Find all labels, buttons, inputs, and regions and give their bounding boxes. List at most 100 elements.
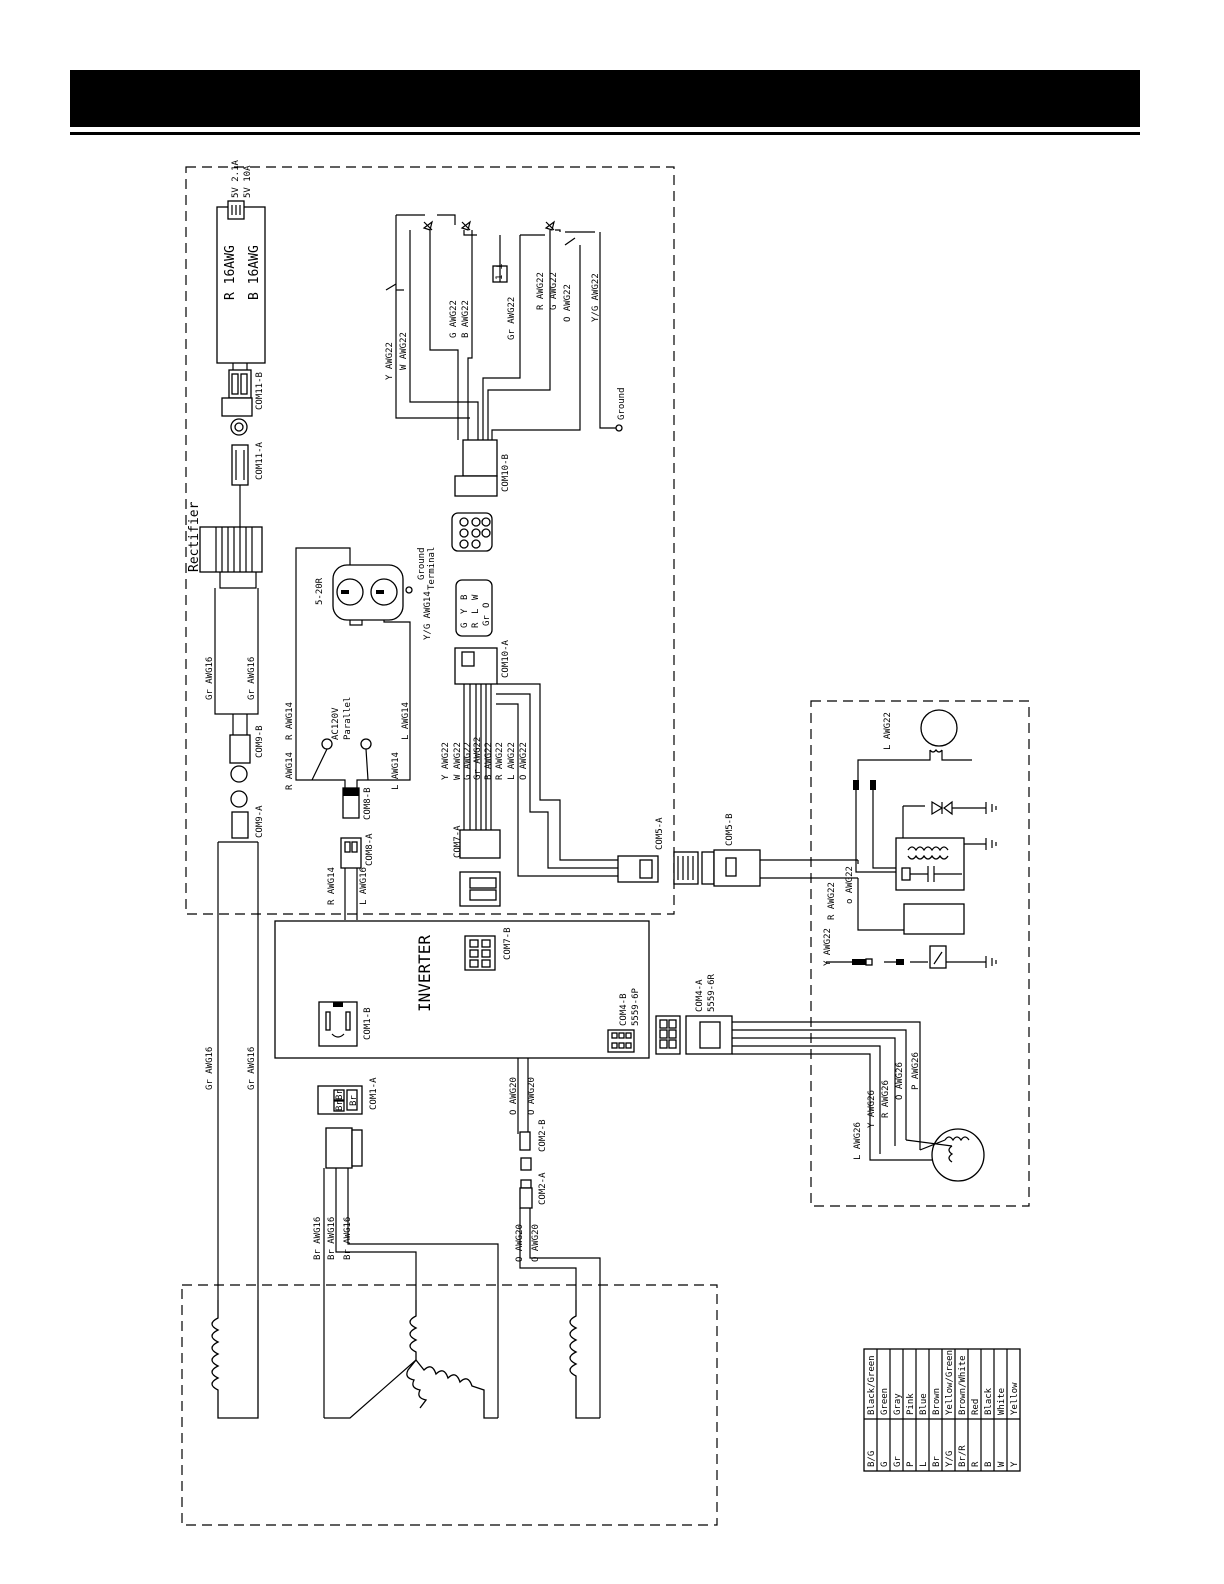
- svg-text:COM8-B: COM8-B: [363, 787, 373, 820]
- svg-text:COM2-A: COM2-A: [538, 1172, 548, 1205]
- rectifier: Rectifier: [187, 501, 263, 573]
- svg-text:G AWG22: G AWG22: [449, 300, 459, 338]
- header-bar: [70, 70, 1140, 127]
- svg-text:Ground: Ground: [617, 387, 627, 420]
- svg-text:COM1-B: COM1-B: [363, 1007, 373, 1040]
- alternator-boundary: [181, 1284, 718, 1526]
- header-rule: [70, 132, 1140, 135]
- svg-text:B: B: [460, 595, 470, 600]
- svg-text:o AWG22: o AWG22: [845, 866, 855, 904]
- svg-text:COM11-A: COM11-A: [255, 441, 265, 480]
- svg-text:Terminal: Terminal: [427, 547, 437, 590]
- connector-com11-b: COM11-B: [221, 369, 265, 417]
- svg-text:L AWG16: L AWG16: [359, 867, 369, 905]
- svg-text:O AWG20: O AWG20: [531, 1224, 541, 1262]
- legend-color-name: Yellow: [1010, 1382, 1020, 1415]
- connector-com10-pinout-female: [451, 512, 493, 552]
- red-wire-label: R 16AWG: [223, 245, 238, 300]
- svg-text:L AWG14: L AWG14: [391, 752, 401, 790]
- rectifier-label: Rectifier: [187, 501, 202, 572]
- connector-com9-a: COM9-A: [230, 765, 265, 839]
- svg-text:O: O: [482, 603, 492, 608]
- svg-text:Br AWG16: Br AWG16: [327, 1217, 337, 1260]
- svg-text:COM1-A: COM1-A: [369, 1077, 379, 1110]
- connector-com10-a: COM10-A: [454, 639, 511, 685]
- svg-text:R AWG14: R AWG14: [285, 752, 295, 790]
- svg-text:L AWG22: L AWG22: [883, 712, 893, 750]
- svg-text:Gr AWG16: Gr AWG16: [247, 657, 257, 700]
- outlet-label: 5-20R: [315, 577, 325, 605]
- connector-com1-b: COM1-B: [318, 1001, 373, 1047]
- usb-rating-1: 5V 2.1A: [231, 159, 241, 198]
- svg-text:L AWG26: L AWG26: [853, 1122, 863, 1160]
- svg-text:Br: Br: [349, 1095, 359, 1106]
- svg-text:Br AWG16: Br AWG16: [313, 1217, 323, 1260]
- legend-color-name: Yellow/Green: [945, 1350, 955, 1415]
- connector-com8-a: COM8-A: [340, 833, 375, 869]
- alternator-windings: [211, 1300, 600, 1419]
- svg-text:Gr AWG22: Gr AWG22: [507, 297, 517, 340]
- svg-text:L AWG14: L AWG14: [401, 702, 411, 740]
- svg-text:B AWG22: B AWG22: [461, 300, 471, 338]
- svg-text:COM10-B: COM10-B: [501, 454, 511, 492]
- usb-power-module: 5V 2.1A 5V 10A R 16AWG B 16AWG: [216, 159, 266, 364]
- svg-text:COM11-B: COM11-B: [255, 372, 265, 410]
- svg-text:L AWG22: L AWG22: [507, 742, 517, 780]
- svg-text:COM5-B: COM5-B: [725, 813, 735, 846]
- legend-color-name: Green: [880, 1388, 890, 1415]
- svg-text:O AWG22: O AWG22: [519, 742, 529, 780]
- svg-text:COM9-B: COM9-B: [255, 725, 265, 758]
- svg-text:Y AWG22: Y AWG22: [441, 742, 451, 780]
- stepper-motor: [905, 1128, 985, 1182]
- svg-text:O AWG20: O AWG20: [509, 1077, 519, 1115]
- legend-color-code: W: [997, 1461, 1007, 1467]
- connector-com2-a: COM2-A: [519, 1172, 548, 1209]
- oil-switch: Y AWG22: [823, 928, 997, 969]
- black-wire-label: B 16AWG: [247, 245, 262, 300]
- inverter-label: INVERTER: [415, 935, 434, 1012]
- legend-color-code: B/G: [867, 1451, 877, 1467]
- connector-com9-b: COM9-B: [229, 725, 265, 764]
- svg-text:Y AWG26: Y AWG26: [867, 1090, 877, 1128]
- svg-text:Gr AWG16: Gr AWG16: [205, 657, 215, 700]
- connector-com5-a: COM5-A: [617, 817, 665, 883]
- color-legend: Black/GreenB/GGreenGGrayGrPinkPBlueLBrow…: [863, 1348, 1021, 1472]
- svg-text:O AWG26: O AWG26: [895, 1062, 905, 1100]
- legend-color-name: Blue: [919, 1393, 929, 1415]
- legend-color-code: Br: [932, 1456, 942, 1467]
- outlet-5-20r: 5-20R Ground Terminal Y/G AWG14: [315, 547, 437, 640]
- connector-com7-a: COM7-A: [453, 825, 501, 859]
- connector-com4-b: COM4-B 5559-6P: [607, 987, 641, 1053]
- svg-text:W AWG22: W AWG22: [399, 332, 409, 370]
- svg-text:L: L: [471, 609, 481, 614]
- svg-text:COM5-A: COM5-A: [655, 817, 665, 850]
- parallel-terminals: AC120V Parallel: [321, 697, 372, 750]
- svg-text:COM9-A: COM9-A: [255, 805, 265, 838]
- svg-text:O AWG20: O AWG20: [515, 1224, 525, 1262]
- svg-text:G: G: [460, 623, 470, 628]
- connector-com7-b-inverter: COM7-B: [464, 927, 513, 971]
- legend-color-code: Gr: [893, 1456, 903, 1467]
- connector-com8-b: COM8-B: [342, 787, 373, 820]
- svg-text:Y AWG22: Y AWG22: [385, 342, 395, 380]
- svg-text:COM4-B: COM4-B: [619, 993, 629, 1026]
- svg-text:R AWG14: R AWG14: [285, 702, 295, 740]
- svg-text:Y: Y: [460, 608, 470, 614]
- svg-text:P AWG26: P AWG26: [911, 1052, 921, 1090]
- svg-text:G AWG22: G AWG22: [549, 272, 559, 310]
- svg-text:COM8-A: COM8-A: [365, 833, 375, 866]
- legend-color-name: Pink: [906, 1393, 916, 1415]
- legend-color-code: Br/R: [958, 1445, 968, 1467]
- legend-color-code: R: [971, 1461, 981, 1467]
- connector-com10-b: COM10-B: [454, 439, 511, 497]
- svg-text:5559-6P: 5559-6P: [631, 987, 641, 1026]
- svg-text:G AWG22: G AWG22: [463, 742, 473, 780]
- legend-color-code: B: [984, 1462, 994, 1467]
- svg-text:Gr AWG16: Gr AWG16: [205, 1047, 215, 1090]
- svg-text:COM4-A: COM4-A: [695, 979, 705, 1012]
- svg-text:COM7-A: COM7-A: [453, 825, 463, 858]
- legend-color-code: Y: [1010, 1461, 1020, 1467]
- svg-text:Br: Br: [335, 1089, 345, 1100]
- oil-sensor-motor: L AWG22: [857, 709, 972, 780]
